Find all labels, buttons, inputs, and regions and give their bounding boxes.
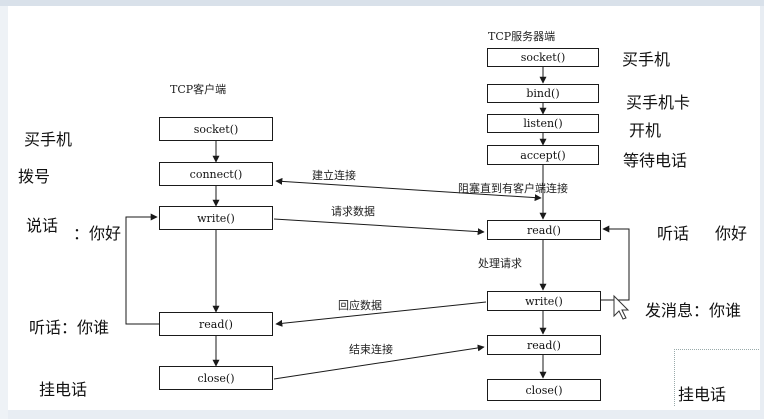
mouse-cursor-icon [613, 294, 630, 320]
arrow-establish-connection [275, 177, 542, 202]
right-note-buy-phone: 买手机 [622, 50, 671, 69]
right-note-buy-card: 买手机卡 [626, 93, 691, 112]
left-note-listen-who: 听话：你谁 [29, 318, 110, 337]
right-note-send-msg: 发消息：你谁 [645, 301, 742, 320]
left-note-buy-phone: 买手机 [24, 130, 73, 149]
right-note-hello: 你好 [715, 224, 748, 243]
client-title: TCP客户端 [170, 83, 227, 96]
right-note-hang-up: 挂电话 [678, 385, 727, 404]
client-write-box: write() [159, 206, 273, 230]
server-read-box: read() [487, 220, 601, 240]
server-bind-box: bind() [487, 84, 599, 103]
right-note-listen: 听话 [657, 224, 690, 243]
server-loop-line [600, 225, 630, 301]
flow-label-end: 结束连接 [349, 343, 393, 356]
left-note-speak: 说话 [26, 216, 59, 235]
server-write-box: write() [487, 291, 601, 311]
client-close-box: close() [159, 366, 273, 390]
server-read2-box: read() [487, 335, 601, 355]
window-top-edge [0, 0, 764, 6]
flow-label-process: 处理请求 [478, 257, 522, 270]
flow-label-block: 阻塞直到有客户端连接 [458, 182, 568, 195]
arrow-request-data [273, 218, 485, 236]
server-socket-box: socket() [487, 48, 599, 67]
server-accept-box: accept() [487, 145, 599, 165]
server-close-box: close() [487, 379, 601, 401]
flow-label-request: 请求数据 [331, 205, 375, 218]
selection-dotted-outline [674, 349, 759, 406]
flow-label-reply: 回应数据 [338, 299, 382, 312]
client-loop-line [125, 213, 160, 325]
client-connect-box: connect() [159, 162, 273, 186]
left-note-dial: 拨号 [18, 167, 51, 186]
arrow-reply-data [275, 301, 487, 327]
right-note-wait-call: 等待电话 [623, 151, 688, 170]
arrow-end-connection [273, 344, 485, 380]
client-read-box: read() [159, 312, 273, 336]
left-note-hang-up: 挂电话 [39, 380, 88, 399]
server-title: TCP服务器端 [488, 30, 556, 43]
window-left-edge [0, 6, 8, 419]
left-note-hello: ：你好 [73, 224, 122, 243]
right-note-power-on: 开机 [629, 121, 662, 140]
client-socket-box: socket() [159, 117, 273, 141]
flow-label-establish: 建立连接 [312, 169, 356, 182]
server-listen-box: listen() [487, 114, 599, 133]
